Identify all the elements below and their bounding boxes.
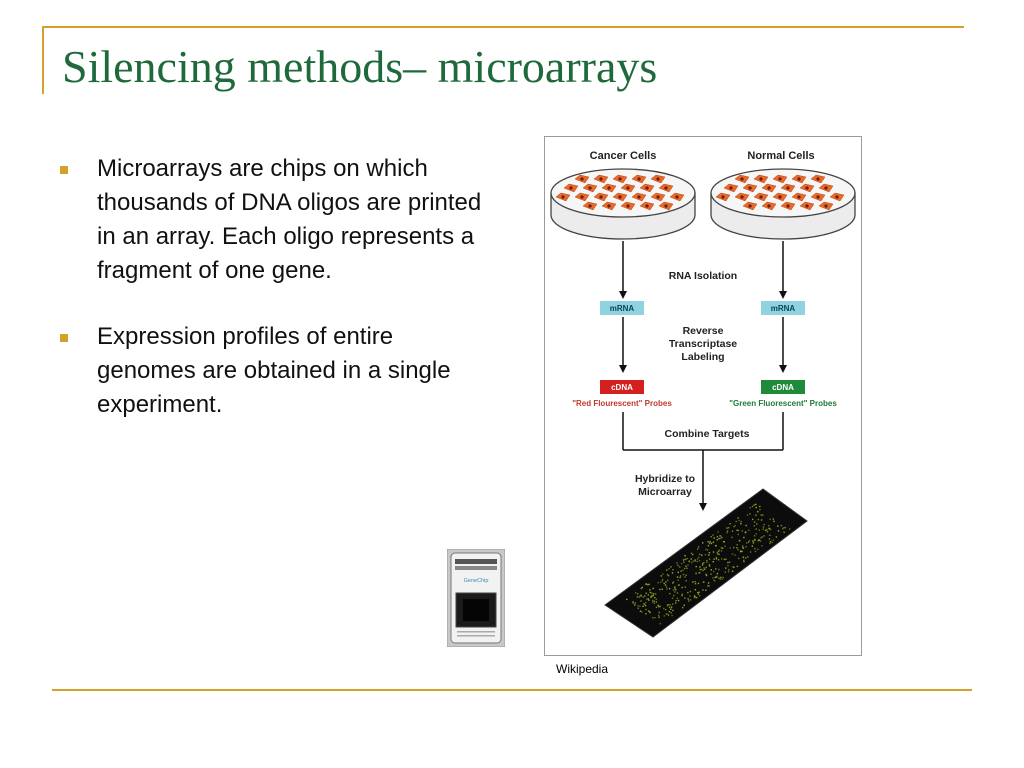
- arrow-head: [779, 291, 787, 299]
- label-red-probes: "Red Flourescent" Probes: [572, 399, 672, 408]
- microarray-diagram: Cancer Cells Normal Cells RNA Isolation …: [544, 136, 862, 656]
- label-combine-targets: Combine Targets: [665, 428, 750, 440]
- label-rna-isolation: RNA Isolation: [669, 270, 737, 282]
- arrow-head: [619, 291, 627, 299]
- cdna-box-green: [761, 380, 805, 394]
- genechip-cartridge: GeneChip: [447, 549, 505, 647]
- label-green-probes: "Green Fluorescent" Probes: [729, 399, 837, 408]
- label-transcriptase: Transcriptase: [669, 338, 737, 350]
- petri-dish-cancer: [550, 168, 696, 240]
- label-reverse: Reverse: [683, 325, 724, 337]
- image-caption: Wikipedia: [556, 662, 609, 676]
- microarray-slide: [604, 488, 808, 638]
- bullet-list: Microarrays are chips on which thousands…: [58, 152, 488, 454]
- cdna-box-red: [600, 380, 644, 394]
- label-microarray: Microarray: [638, 486, 692, 498]
- bullet-item: Expression profiles of entire genomes ar…: [58, 320, 488, 422]
- chip-brand-label: GeneChip: [464, 578, 489, 584]
- label-cdna-right: cDNA: [772, 383, 794, 392]
- arrow-head: [699, 503, 707, 511]
- arrow-head: [619, 365, 627, 373]
- frame-line-top: [42, 26, 964, 28]
- label-cdna-left: cDNA: [611, 383, 633, 392]
- petri-dish-normal: [710, 168, 856, 240]
- frame-line-left: [42, 26, 44, 94]
- slide-title: Silencing methods– microarrays: [62, 41, 658, 92]
- mrna-box-right: [761, 301, 805, 315]
- arrow-head: [779, 365, 787, 373]
- square-bullet-icon: [60, 166, 68, 174]
- label-cancer-cells: Cancer Cells: [590, 150, 657, 162]
- label-mrna-left: mRNA: [610, 304, 635, 313]
- label-mrna-right: mRNA: [771, 304, 796, 313]
- label-normal-cells: Normal Cells: [747, 150, 814, 162]
- label-labeling: Labeling: [681, 351, 724, 363]
- square-bullet-icon: [60, 334, 68, 342]
- frame-line-bottom: [52, 689, 972, 691]
- label-hybridize: Hybridize to: [635, 473, 695, 485]
- bullet-text: Expression profiles of entire genomes ar…: [97, 323, 451, 418]
- bullet-item: Microarrays are chips on which thousands…: [58, 152, 488, 288]
- mrna-box-left: [600, 301, 644, 315]
- bullet-text: Microarrays are chips on which thousands…: [97, 155, 482, 284]
